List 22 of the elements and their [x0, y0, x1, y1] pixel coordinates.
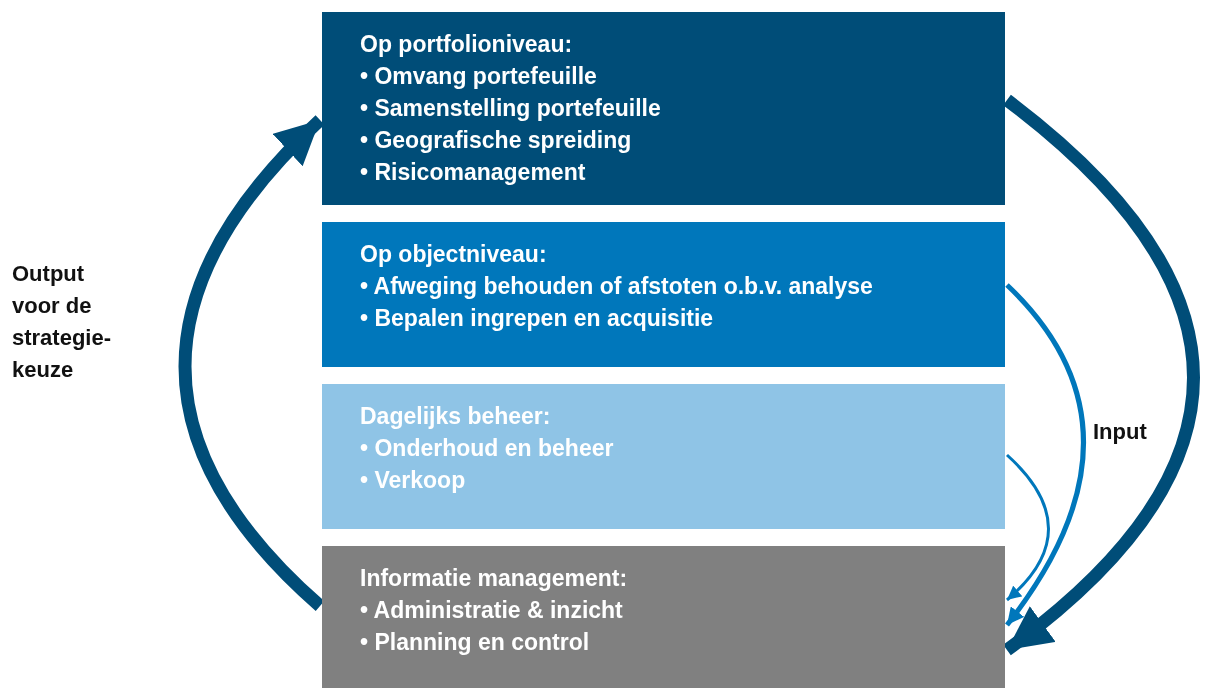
edge-label: Output voor de strategie-keuze: [12, 260, 113, 384]
bullet-item: • Planning en control: [360, 628, 591, 657]
bullet-item: • Afweging behouden of afstoten o.b.v. analyse: [360, 272, 874, 301]
bullet-item: • Risicomanagement: [360, 158, 587, 187]
curved-arrow: [1004, 283, 1086, 627]
bullet-item: • Geografische spreiding: [360, 126, 633, 155]
bullet-item: • Administratie & inzicht: [360, 596, 624, 625]
bullet-item: • Onderhoud en beheer: [360, 434, 615, 463]
bullet-item: • Bepalen ingrepen en acquisitie: [360, 304, 715, 333]
curved-arrow: [1005, 453, 1050, 602]
text-panel: [322, 12, 1005, 205]
panel-heading: Informatie management:: [360, 564, 629, 593]
panel-heading: Op portfolioniveau:: [360, 30, 574, 59]
text-panel: [322, 546, 1005, 688]
edge-label: Input: [1093, 418, 1148, 446]
panel-heading: Dagelijks beheer:: [360, 402, 552, 431]
text-panel: [322, 222, 1005, 367]
bullet-item: • Verkoop: [360, 466, 467, 495]
text-panel: [322, 384, 1005, 529]
bullet-item: • Omvang portefeuille: [360, 62, 598, 91]
bullet-item: • Samenstelling portefeuille: [360, 94, 662, 123]
panel-heading: Op objectniveau:: [360, 240, 548, 269]
